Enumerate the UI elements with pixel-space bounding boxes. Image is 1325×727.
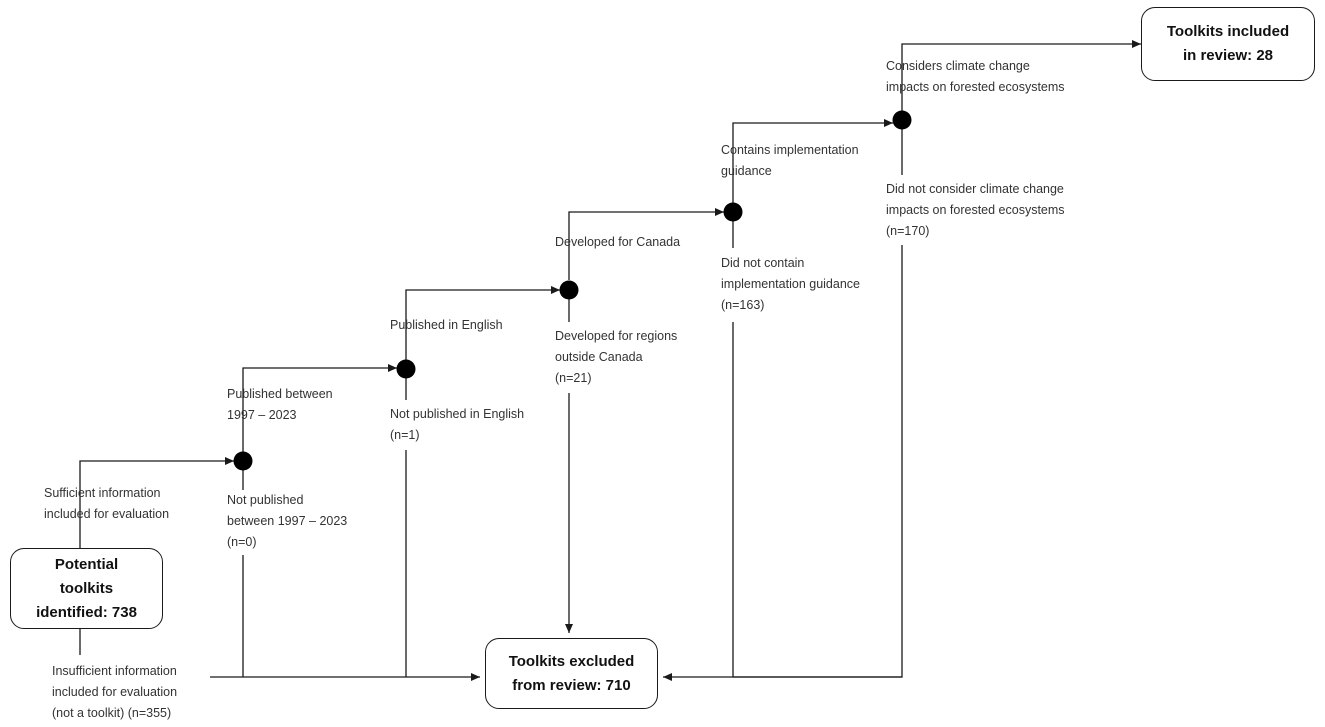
decision-node-3 xyxy=(559,280,579,300)
include-connector-4 xyxy=(568,208,724,280)
include-label-4: Developed for Canada xyxy=(555,235,681,249)
include-label-6: Considers climate change impacts on fore… xyxy=(886,59,1065,94)
decision-node-2 xyxy=(396,359,416,379)
include-connector-6 xyxy=(901,40,1141,111)
decision-node-5 xyxy=(892,110,912,130)
include-label-3: Published in English xyxy=(390,318,503,332)
start-box-text: Potential toolkits identified: 738 xyxy=(36,555,137,621)
exclude-label-5: Did not contain implementation guidance … xyxy=(721,256,860,312)
excluded-box: Toolkits excluded from review: 710 xyxy=(485,638,658,709)
exclude-label-1: Insufficient information included for ev… xyxy=(52,664,178,720)
include-label-2: Published between 1997 – 2023 xyxy=(227,387,333,422)
include-connector-3 xyxy=(405,286,560,360)
include-connector-1 xyxy=(79,457,234,548)
decision-node-1 xyxy=(233,451,253,471)
exclude-label-3: Not published in English (n=1) xyxy=(390,407,525,442)
include-connector-5 xyxy=(732,119,893,203)
include-label-1: Sufficient information included for eval… xyxy=(44,486,170,521)
decision-node-4 xyxy=(723,202,743,222)
exclude-label-4: Developed for regions outside Canada (n=… xyxy=(555,329,678,385)
exclude-label-6: Did not consider climate change impacts … xyxy=(886,182,1065,238)
included-box-text: Toolkits included in review: 28 xyxy=(1166,23,1290,64)
included-box: Toolkits included in review: 28 xyxy=(1141,7,1315,81)
start-box: Potential toolkits identified: 738 xyxy=(10,548,163,629)
excluded-box-text: Toolkits excluded from review: 710 xyxy=(508,652,635,694)
include-label-5: Contains implementation guidance xyxy=(721,143,859,178)
include-connector-2 xyxy=(242,364,397,452)
exclude-label-2: Not published between 1997 – 2023 (n=0) xyxy=(227,493,348,549)
